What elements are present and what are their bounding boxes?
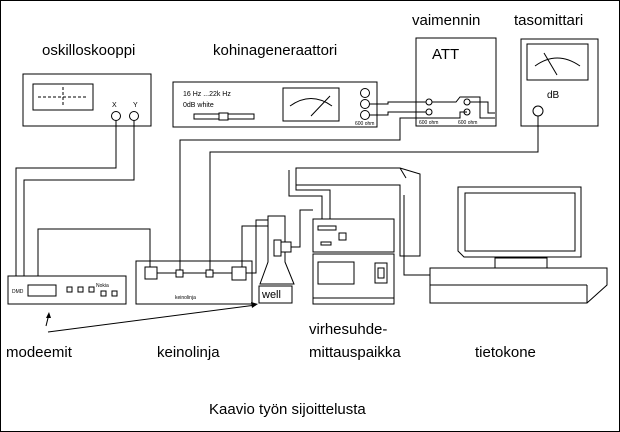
cable-att-loop	[470, 101, 495, 114]
y-input-label: Y	[133, 102, 138, 109]
cable-gen-to-att-bottom	[369, 111, 426, 116]
att-left-terminal-top	[425, 98, 433, 106]
level-meter-input-jack	[532, 105, 544, 117]
att-right-impedance: 600 ohm	[458, 120, 477, 126]
computer-label: tietokone	[475, 344, 536, 361]
oscilloscope-label: oskilloskooppi	[42, 42, 135, 59]
cable-probe1-to-att	[179, 111, 467, 270]
well-connector	[280, 241, 292, 253]
output-jack-3	[360, 110, 370, 120]
ber-display	[317, 261, 355, 285]
well-label-frame	[258, 285, 293, 304]
level-meter-dial	[526, 43, 589, 81]
ber-control-knob	[377, 267, 385, 279]
well-plug	[273, 239, 282, 257]
computer	[429, 186, 608, 304]
ber-upper-slot	[317, 225, 337, 231]
att-right-terminal-top	[463, 98, 471, 106]
ber-cable-fold	[399, 167, 407, 179]
noise-mode-label: 0dB white	[183, 102, 214, 109]
cable-modem-to-line	[37, 228, 151, 276]
cable-osc-x-to-modem	[15, 121, 117, 276]
output-jack-2	[360, 99, 370, 109]
att-left-terminal-bottom	[425, 108, 433, 116]
slot-line-probe-2	[205, 269, 214, 278]
x-input-jack	[111, 111, 121, 121]
impedance-label: 600 ohm	[355, 121, 374, 127]
level-meter: dB	[520, 38, 599, 127]
modems-label: modeemit	[6, 344, 73, 361]
att-left-impedance: 600 ohm	[419, 120, 438, 126]
modem-led-2	[77, 286, 84, 293]
slot-line-probe-1	[175, 269, 184, 278]
y-input-jack	[129, 111, 139, 121]
slot-line-label: keinolinja	[157, 344, 220, 361]
ber-to-computer-cable	[403, 195, 430, 276]
ber-cable-left-1	[295, 168, 331, 219]
computer-monitor-stand	[494, 257, 548, 269]
modem-led-3	[88, 286, 95, 293]
well-socket: well	[258, 215, 295, 304]
level-meter-needle	[543, 52, 558, 76]
cable-line-to-well-2	[241, 225, 268, 267]
ber-upper-indicator	[320, 241, 332, 246]
cable-well-to-ber	[291, 209, 313, 248]
ber-cable-bundle	[295, 167, 421, 257]
noise-generator-label: kohinageneraattori	[213, 42, 337, 59]
modem-brand: Nokia	[96, 283, 109, 289]
computer-screen	[464, 192, 576, 252]
oscilloscope: X Y	[22, 73, 152, 127]
diagram-caption: Kaavio työn sijoittelusta	[209, 401, 366, 418]
ber-cable-left-2	[288, 170, 323, 219]
well-pointer-arrow	[47, 304, 257, 333]
meter-scale-arc	[289, 98, 333, 107]
ber-base	[312, 297, 395, 305]
noise-generator: 16 Hz ...22k Hz 0dB white 600 ohm	[172, 81, 378, 128]
meter-needle	[310, 95, 331, 117]
slot-line-tag: keinolinja	[175, 295, 196, 301]
x-input-label: X	[112, 102, 117, 109]
ber-upper-unit	[312, 218, 395, 253]
level-meter-scale	[534, 57, 581, 67]
ber-station-label-line2: mittauspaikka	[309, 344, 401, 361]
well-pointer-arrowhead	[251, 302, 258, 308]
ber-upper-button	[338, 232, 347, 241]
slot-line-left-block	[144, 266, 158, 280]
cable-osc-y-to-modem	[23, 121, 135, 276]
output-jack-1	[360, 88, 370, 98]
ber-station	[288, 167, 430, 305]
attenuator: ATT 600 ohm 600 ohm	[415, 37, 497, 127]
modem-led-1	[66, 286, 73, 293]
slot-line-right-block	[231, 266, 247, 281]
level-meter-label: tasomittari	[514, 12, 583, 29]
modem-button-1	[100, 290, 107, 297]
cable-gen-to-att-top	[369, 101, 426, 105]
attenuator-label: vaimennin	[412, 12, 480, 29]
ber-station-label-line1: virhesuhde-	[309, 321, 387, 338]
frequency-range-label: 16 Hz ...22k Hz	[183, 91, 231, 98]
cable-att-output	[432, 96, 495, 119]
modem-button-2	[111, 290, 118, 297]
attenuator-title: ATT	[432, 46, 459, 63]
level-meter-unit: dB	[547, 90, 560, 101]
attenuation-slider-knob	[218, 112, 229, 121]
slot-line: keinolinja	[135, 260, 253, 305]
well-label: well	[261, 289, 281, 301]
modem: DMD Nokia	[7, 275, 127, 305]
modem-pointer-arrowhead	[46, 312, 51, 318]
cable-probe2-to-meter	[209, 116, 539, 270]
cable-line-to-well	[246, 219, 268, 274]
modem-display	[27, 284, 57, 297]
modem-model-tag: DMD	[12, 289, 24, 295]
